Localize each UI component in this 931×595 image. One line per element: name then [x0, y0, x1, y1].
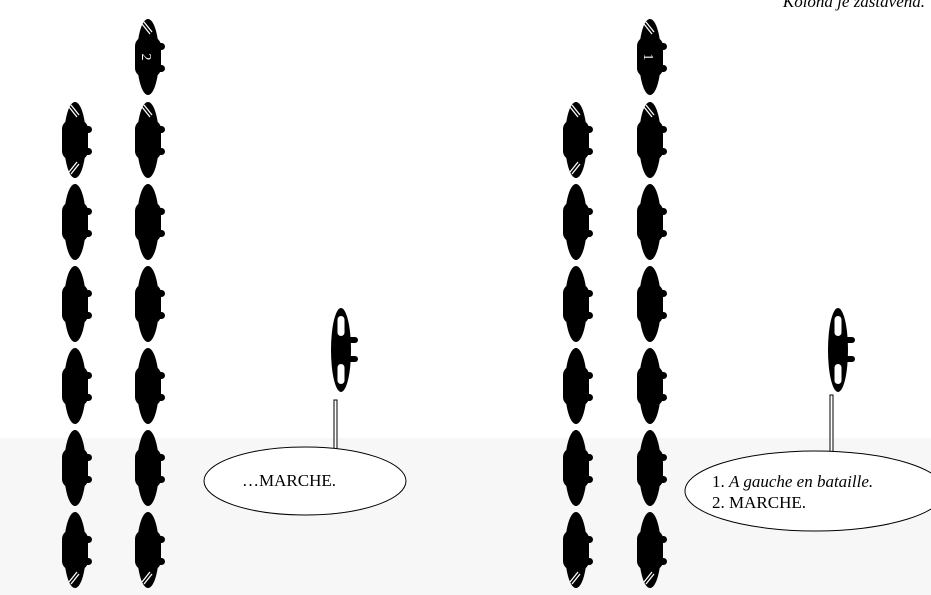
- left-inner-column-soldier-1: 2: [135, 19, 165, 95]
- left-outer-column-soldier-6: [62, 512, 92, 588]
- caption-text: Kolona je zastavena.: [782, 0, 925, 11]
- right-inner-column-soldier-6: [637, 430, 667, 506]
- right-inner-column-soldier-2: [637, 102, 667, 178]
- right-command-line-2: 2. MARCHE.: [712, 493, 806, 512]
- left-inner-column-soldier-3: [135, 184, 165, 260]
- left-outer-column-soldier-2: [62, 184, 92, 260]
- right-command-line-1-number: 1.: [712, 472, 729, 491]
- right-officer-figure: [828, 308, 855, 392]
- right-command-line-1-italic: A gauche en bataille.: [729, 472, 874, 491]
- right-outer-column-soldier-3: [563, 266, 593, 342]
- left-command-label: …MARCHE.: [242, 471, 336, 490]
- left-outer-column-soldier-3: [62, 266, 92, 342]
- left-inner-column-soldier-4: [135, 266, 165, 342]
- right-outer-column-soldier-5: [563, 430, 593, 506]
- left-inner-column-soldier-5: [135, 348, 165, 424]
- right-speech-bubble: [684, 394, 931, 532]
- right-outer-column-soldier-1: [563, 102, 593, 178]
- left-officer-figure: [331, 308, 358, 392]
- left-inner-column-soldier-2: [135, 102, 165, 178]
- soldier-number-label: 1: [640, 54, 655, 61]
- right-inner-column-soldier-3: [637, 184, 667, 260]
- left-inner-column-soldier-7: [135, 512, 165, 588]
- right-inner-column-soldier-5: [637, 348, 667, 424]
- left-speech-bubble: [203, 399, 407, 516]
- left-outer-column-soldier-5: [62, 430, 92, 506]
- right-inner-column-soldier-7: [637, 512, 667, 588]
- left-outer-column-soldier-4: [62, 348, 92, 424]
- right-outer-column-soldier-4: [563, 348, 593, 424]
- right-command-line-1: 1. A gauche en bataille.: [712, 471, 873, 492]
- left-command-text: …MARCHE.: [242, 470, 336, 491]
- soldier-number-label: 2: [138, 54, 153, 61]
- left-inner-column-soldier-6: [135, 430, 165, 506]
- right-command-text: 1. A gauche en bataille. 2. MARCHE.: [712, 471, 873, 513]
- right-outer-column-soldier-2: [563, 184, 593, 260]
- right-outer-column-soldier-6: [563, 512, 593, 588]
- right-inner-column-soldier-1: 1: [637, 19, 667, 95]
- right-inner-column-soldier-4: [637, 266, 667, 342]
- left-outer-column-soldier-1: [62, 102, 92, 178]
